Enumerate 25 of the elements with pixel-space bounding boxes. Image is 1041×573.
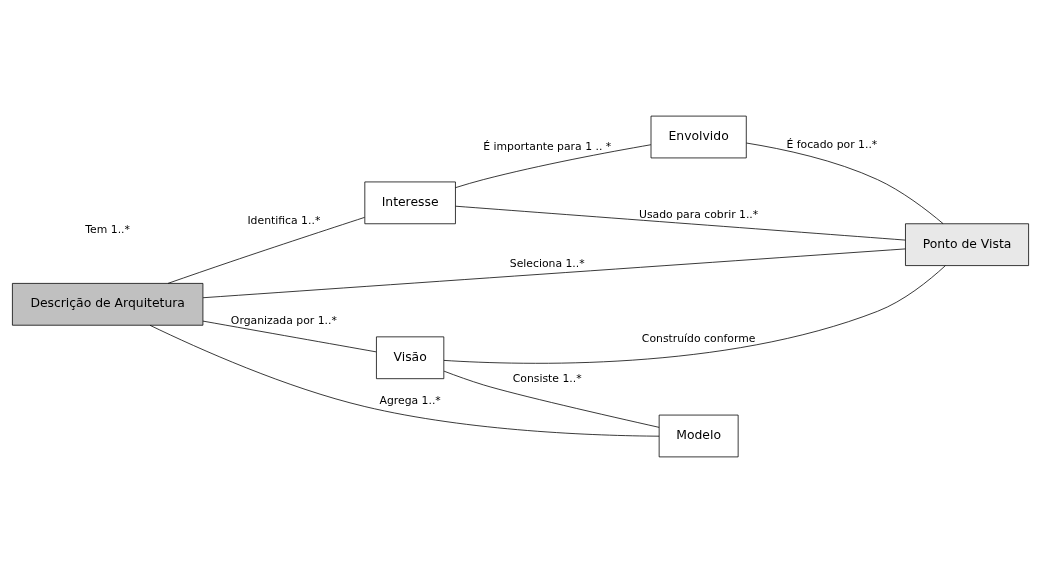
label: Tem 1..*: [85, 222, 130, 236]
node-box: Interesse: [364, 181, 456, 225]
connector: [443, 265, 946, 364]
connector: [202, 320, 377, 353]
connector: [149, 324, 660, 437]
node-box: Modelo: [658, 414, 739, 458]
node-box: Ponto de Vista: [905, 223, 1029, 266]
node-box: Envolvido: [650, 115, 747, 159]
connector: [746, 142, 944, 224]
edge-label: Seleciona 1..*: [509, 257, 585, 271]
edge-label: Usado para cobrir 1..*: [639, 207, 759, 221]
node-box: Descrição de Arquitetura: [12, 283, 204, 326]
connector: [167, 217, 365, 284]
connector: [455, 144, 652, 189]
edge-label: É focado por 1..*: [786, 138, 878, 152]
edge-label: Consiste 1..*: [512, 371, 582, 385]
edge-label: Construído conforme: [641, 332, 756, 346]
edge-label: Organizada por 1..*: [230, 313, 337, 327]
edge-label: Agrega 1..*: [379, 393, 441, 407]
connector: [202, 248, 906, 299]
edge-label: Identifica 1..*: [247, 213, 321, 227]
connector: [455, 205, 906, 241]
node-box: Visão: [376, 336, 445, 380]
connector: [443, 370, 660, 428]
edge-label: É importante para 1 .. *: [483, 139, 612, 153]
